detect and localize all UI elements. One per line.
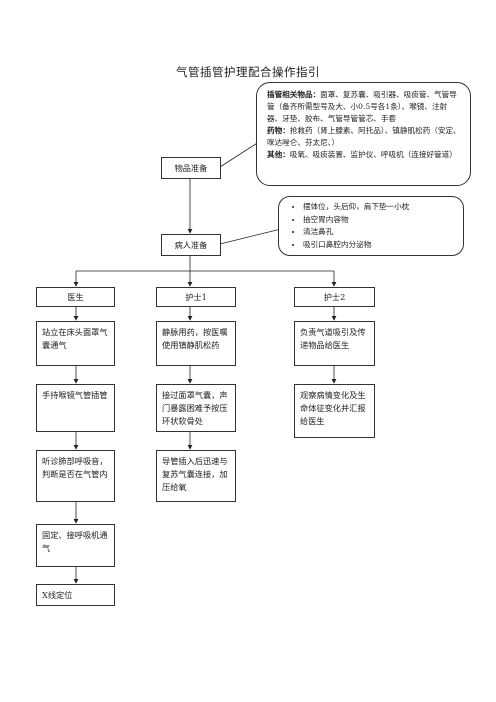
doctor-role-box: 医生 bbox=[36, 287, 115, 307]
nurse2-step-text: 观察病情变化及生命体征变化并汇报给医生 bbox=[300, 390, 366, 426]
doctor-step-text: 固定、接呼吸机通气 bbox=[42, 530, 108, 553]
nurse2-step-text: 负责气道吸引及传递物品给医生 bbox=[300, 327, 366, 350]
doctor-step-2: 手持喉镜气管插管 bbox=[36, 384, 115, 432]
patient-item: 吸引口鼻腔内分泌物 bbox=[303, 239, 455, 252]
patient-label: 病人准备 bbox=[174, 240, 208, 250]
doctor-step-4: 固定、接呼吸机通气 bbox=[36, 524, 115, 567]
drugs-title: 药物 bbox=[267, 126, 283, 135]
supplies-callout-line bbox=[219, 139, 263, 168]
patient-item: 摆体位，头后仰，肩下垫一小枕 bbox=[303, 201, 455, 214]
drugs-text: 抢救药（肾上腺素、阿托品）、镇静肌松药（安定、咪达唑仑、芬太尼、） bbox=[267, 126, 461, 147]
doctor-label: 医生 bbox=[67, 292, 84, 302]
supplies-label: 物品准备 bbox=[174, 163, 208, 173]
nurse2-step-1: 负责气道吸引及传递物品给医生 bbox=[294, 321, 375, 366]
page-title: 气管插管护理配合操作指引 bbox=[176, 65, 320, 79]
doctor-step-text: 站立在床头面罩气囊通气 bbox=[42, 327, 108, 350]
nurse1-step-2: 接过面罩气囊，声门暴露困难予按压环状软骨处 bbox=[156, 384, 236, 432]
patient-callout-line bbox=[219, 227, 286, 245]
doctor-step-text: 听诊肺部呼吸音，判断是否在气管内 bbox=[42, 456, 108, 479]
patient-item: 抽空胃内容物 bbox=[303, 214, 455, 227]
supplies-callout: 插管相关物品：面罩、复苏囊、吸引器、吸痰管、气管导管（备齐所需型号及大、小0.5… bbox=[256, 82, 471, 186]
nurse1-step-text: 接过面罩气囊，声门暴露困难予按压环状软骨处 bbox=[162, 390, 228, 426]
other-title: 其他 bbox=[267, 150, 283, 159]
other-text: 吸氧、吸痰装置、监护仪、呼吸机（连接好管道） bbox=[289, 150, 457, 159]
nurse1-step-text: 静脉用药，按医嘱使用镇静肌松药 bbox=[162, 327, 228, 350]
doctor-step-text: X线定位 bbox=[42, 590, 73, 600]
nurse1-label: 护士1 bbox=[185, 292, 207, 302]
doctor-step-text: 手持喉镜气管插管 bbox=[42, 390, 108, 400]
nurse2-step-2: 观察病情变化及生命体征变化并汇报给医生 bbox=[294, 384, 375, 438]
items-title: 插管相关物品 bbox=[267, 90, 313, 99]
supplies-prep-box: 物品准备 bbox=[161, 157, 221, 179]
nurse1-step-3: 导管插入后迅速与复苏气囊连接，加压给氧 bbox=[156, 450, 236, 502]
nurse1-step-text: 导管插入后迅速与复苏气囊连接，加压给氧 bbox=[162, 456, 228, 492]
doctor-step-1: 站立在床头面罩气囊通气 bbox=[36, 321, 115, 366]
patient-prep-box: 病人准备 bbox=[161, 234, 221, 256]
nurse2-label: 护士2 bbox=[323, 292, 346, 302]
items-text: 面罩、复苏囊、吸引器、吸痰管、气管导管（备齐所需型号及大、小0.5号各1条）、喉… bbox=[267, 90, 457, 123]
doctor-step-5: X线定位 bbox=[36, 584, 115, 606]
nurse1-role-box: 护士1 bbox=[156, 287, 236, 307]
patient-prep-callout: 摆体位，头后仰，肩下垫一小枕 抽空胃内容物 清洁鼻孔 吸引口鼻腔内分泌物 bbox=[278, 196, 464, 256]
nurse2-role-box: 护士2 bbox=[294, 287, 375, 307]
nurse1-step-1: 静脉用药，按医嘱使用镇静肌松药 bbox=[156, 321, 236, 366]
doctor-step-3: 听诊肺部呼吸音，判断是否在气管内 bbox=[36, 450, 115, 502]
patient-item: 清洁鼻孔 bbox=[303, 226, 455, 239]
